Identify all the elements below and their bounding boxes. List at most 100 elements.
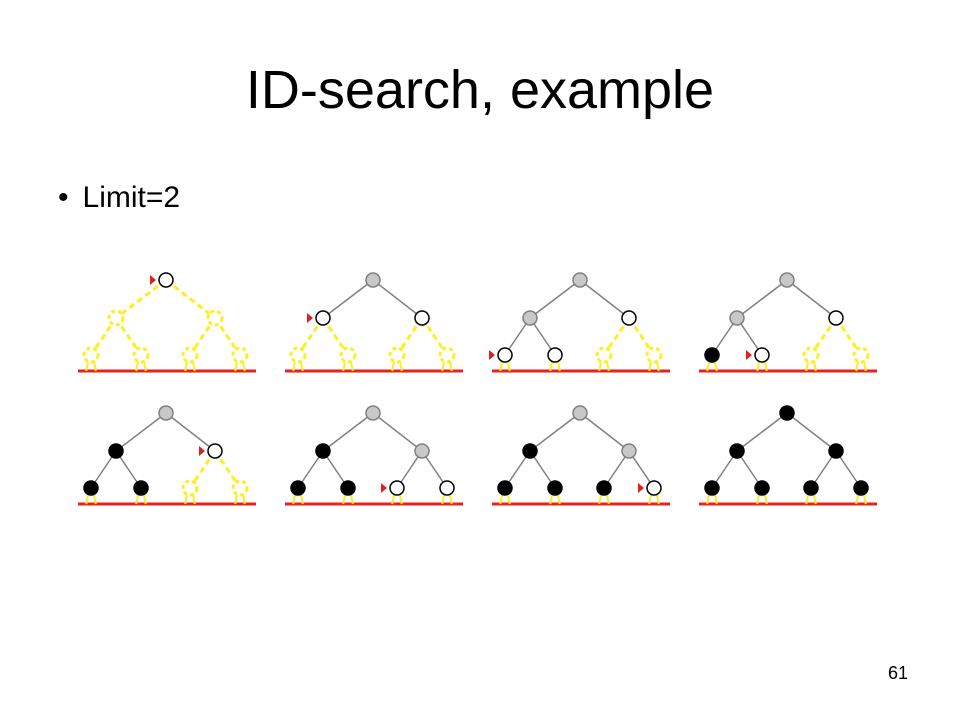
- leaf-stub: [656, 361, 660, 372]
- tree-edge: [321, 317, 350, 356]
- cursor-marker: [638, 483, 644, 493]
- leaf-stub: [557, 361, 561, 372]
- tree-node: [852, 346, 870, 364]
- cursor-marker: [150, 275, 156, 285]
- leaf-stub: [499, 361, 503, 372]
- leaf-stub: [234, 494, 238, 505]
- leaf-stub: [449, 494, 453, 505]
- tree-panel-1: [78, 272, 256, 373]
- tree-node: [133, 480, 149, 496]
- leaf-stub: [549, 494, 553, 505]
- tree-edge: [165, 278, 216, 320]
- tree-node: [522, 443, 538, 459]
- leaf-stub: [863, 361, 867, 372]
- tree-node: [365, 405, 381, 421]
- leaf-stub: [606, 494, 610, 505]
- leaf-stub: [499, 494, 503, 505]
- tree-edge: [188, 450, 217, 489]
- leaf-stub: [507, 361, 511, 372]
- tree-edge: [579, 412, 630, 452]
- tree-edge: [627, 317, 656, 356]
- leaf-stub: [449, 361, 453, 372]
- tree-node: [158, 405, 174, 421]
- leaf-stub: [93, 494, 97, 505]
- cursor-marker: [489, 350, 495, 360]
- tree-node: [439, 480, 455, 496]
- leaf-stub: [184, 494, 188, 505]
- tree-node: [729, 443, 745, 459]
- tree-node: [340, 480, 356, 496]
- tree-panel-2: [285, 272, 463, 373]
- leaf-stub: [549, 361, 553, 372]
- leaf-stub: [350, 361, 354, 372]
- tree-edge: [736, 412, 788, 452]
- leaf-stub: [85, 494, 89, 505]
- tree-node: [82, 346, 100, 364]
- leaf-stub: [85, 361, 89, 372]
- tree-node: [779, 272, 795, 288]
- bullet-list: Limit=2: [58, 178, 181, 218]
- tree-node: [497, 347, 513, 363]
- tree-edge: [809, 317, 838, 356]
- tree-edge: [89, 317, 118, 356]
- leaf-stub: [135, 361, 139, 372]
- leaf-stub: [805, 494, 809, 505]
- leaf-stub: [300, 361, 304, 372]
- leaf-stub: [706, 494, 710, 505]
- tree-node: [207, 443, 223, 459]
- slide-title: ID-search, example: [245, 60, 715, 120]
- leaf-stub: [714, 361, 718, 372]
- leaf-stub: [648, 361, 652, 372]
- tree-node: [704, 347, 720, 363]
- leaf-stub: [342, 494, 346, 505]
- leaf-stub: [714, 494, 718, 505]
- cursor-marker: [381, 483, 387, 493]
- tree-edge: [322, 412, 374, 452]
- tree-node: [181, 479, 199, 497]
- tree-node: [646, 480, 662, 496]
- tree-node: [853, 480, 869, 496]
- tree-edge: [372, 412, 423, 452]
- leaf-stub: [192, 361, 196, 372]
- leaf-stub: [234, 361, 238, 372]
- leaf-stub: [805, 361, 809, 372]
- leaf-stub: [292, 361, 296, 372]
- tree-node: [181, 346, 199, 364]
- tree-edge: [296, 317, 325, 356]
- tree-edge: [165, 412, 216, 452]
- leaf-stub: [606, 361, 610, 372]
- leaf-stub: [813, 494, 817, 505]
- leaf-stub: [863, 494, 867, 505]
- tree-edge: [529, 279, 581, 319]
- tree-node: [595, 346, 613, 364]
- tree-node: [645, 346, 663, 364]
- leaf-stub: [441, 494, 445, 505]
- tree-node: [547, 347, 563, 363]
- leaf-stub: [441, 361, 445, 372]
- leaf-stub: [756, 494, 760, 505]
- leaf-stub: [242, 361, 246, 372]
- tree-edge: [115, 278, 167, 320]
- leaf-stub: [135, 494, 139, 505]
- leaf-stub: [557, 494, 561, 505]
- leaf-stub: [764, 361, 768, 372]
- tree-edge: [786, 412, 837, 452]
- leaf-stub: [813, 361, 817, 372]
- leaf-stub: [300, 494, 304, 505]
- tree-edge: [213, 450, 242, 489]
- slide-number: 61: [887, 663, 908, 683]
- leaf-stub: [598, 361, 602, 372]
- leaf-stub: [399, 361, 403, 372]
- tree-node: [754, 347, 770, 363]
- tree-node: [438, 346, 456, 364]
- tree-edge: [114, 317, 143, 356]
- leaf-stub: [143, 361, 147, 372]
- tree-node: [206, 309, 224, 327]
- tree-node: [522, 310, 538, 326]
- tree-node: [754, 480, 770, 496]
- tree-node: [572, 405, 588, 421]
- leaf-stub: [93, 361, 97, 372]
- tree-edge: [579, 279, 630, 319]
- leaf-stub: [656, 494, 660, 505]
